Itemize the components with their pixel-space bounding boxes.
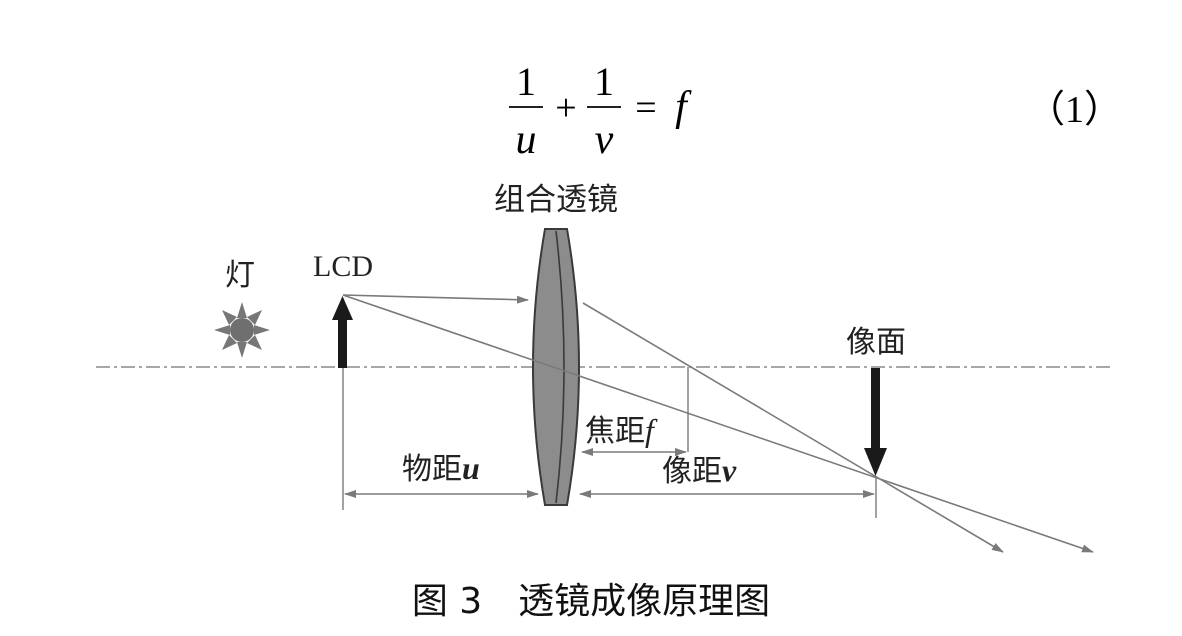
formula-equals: = [635, 87, 656, 129]
focal-length-label: 焦距f [585, 412, 658, 449]
image-distance-prefix: 像距 [662, 454, 722, 489]
lamp-icon [214, 302, 270, 358]
focal-length-symbol: f [645, 412, 658, 448]
formula-denominator-2: v [595, 117, 614, 163]
image-distance-label: 像距v [662, 452, 737, 489]
formula-numerator-1: 1 [516, 59, 536, 104]
image-plane-label: 像面 [846, 325, 906, 360]
formula-plus: + [555, 87, 576, 129]
figure-caption: 图 3 透镜成像原理图 [412, 581, 770, 622]
object-distance-prefix: 物距 [402, 452, 462, 487]
object-distance-label: 物距u [402, 450, 480, 487]
light-rays [342, 294, 1094, 553]
image-distance-symbol: v [722, 452, 737, 488]
object-arrow [332, 296, 353, 368]
ray-refracted [582, 302, 1004, 553]
object-distance-symbol: u [462, 450, 480, 486]
formula-numerator-2: 1 [594, 59, 614, 104]
formula-rhs: f [675, 84, 692, 130]
focal-length-prefix: 焦距 [585, 414, 645, 449]
lens-label: 组合透镜 [494, 182, 618, 218]
lcd-label: LCD [313, 250, 373, 283]
lamp-label: 灯 [225, 258, 255, 293]
formula: 1 u + 1 v = f （1） [509, 59, 1122, 163]
formula-denominator-1: u [516, 117, 537, 163]
lens [532, 228, 580, 506]
ray-through-center [342, 294, 1094, 553]
equation-number: （1） [1027, 89, 1122, 131]
image-arrow [864, 368, 887, 476]
ray-object-to-lens [342, 294, 529, 304]
